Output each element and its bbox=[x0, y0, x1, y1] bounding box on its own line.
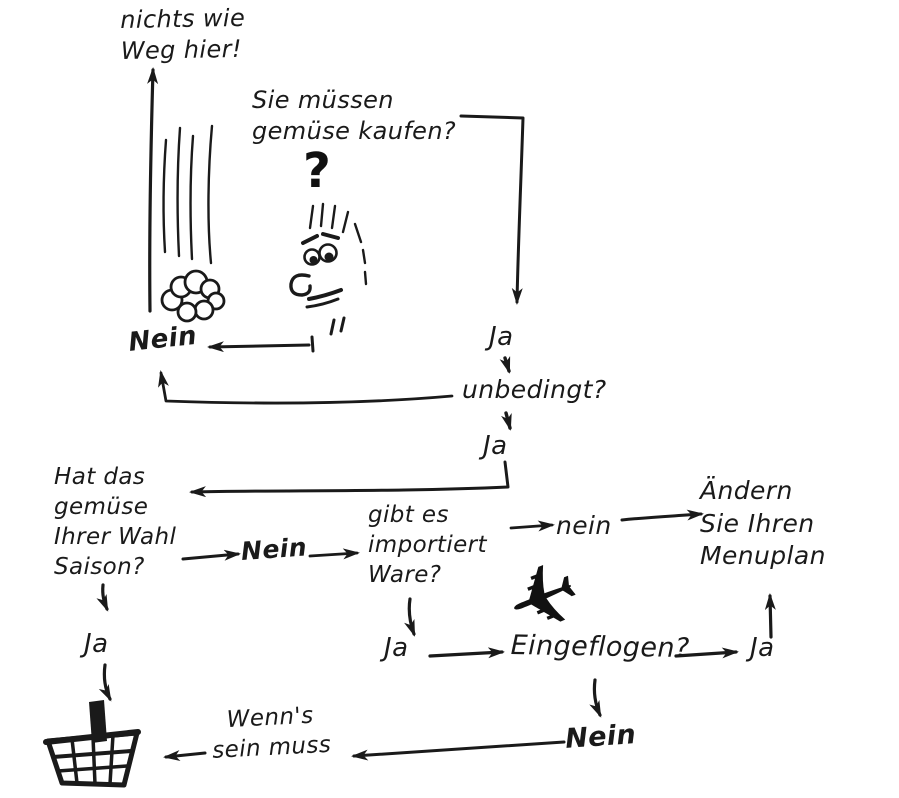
dust-cloud-icon bbox=[160, 269, 226, 323]
arrow-eingeflogen-to-nein bbox=[589, 678, 602, 718]
node-buy-question: Sie müssen gemüse kaufen? bbox=[252, 86, 457, 146]
node-ja-season: Ja bbox=[84, 629, 109, 659]
node-import-question: gibt es importiert Ware? bbox=[368, 502, 487, 588]
escape-arrow bbox=[147, 67, 159, 313]
arrow-ja-to-unbedingt bbox=[499, 356, 511, 374]
node-nein-season: Nein bbox=[240, 532, 308, 566]
node-season-question: Hat das gemüse Ihrer Wahl Saison? bbox=[54, 464, 177, 580]
shopping-basket-icon bbox=[43, 700, 141, 788]
arrow-import-to-ja bbox=[404, 597, 416, 637]
worried-face-icon bbox=[289, 202, 368, 353]
arrow-ja-to-menuplan bbox=[764, 593, 776, 639]
arrow-wenns-to-basket bbox=[163, 750, 207, 762]
arrow-season-to-nein bbox=[181, 549, 241, 561]
node-ja-eingeflogen: Ja bbox=[750, 633, 775, 663]
arrow-ja-to-eingeflogen bbox=[428, 647, 505, 659]
arrow-ja-to-basket bbox=[98, 663, 112, 702]
node-eingeflogen-question: Eingeflogen? bbox=[510, 629, 690, 665]
arrow-eingeflogen-to-ja bbox=[674, 647, 739, 659]
arrow-unbedingt-to-nein bbox=[158, 370, 454, 405]
arrow-unbedingt-to-ja bbox=[501, 411, 512, 431]
arrow-face-to-nein bbox=[207, 341, 311, 353]
node-nein-import: nein bbox=[556, 511, 612, 540]
arrow-ja-to-season bbox=[189, 460, 510, 498]
node-menuplan-action: Ändern Sie Ihren Menuplan bbox=[700, 476, 826, 570]
motion-lines bbox=[162, 124, 214, 265]
arrow-buy-to-ja bbox=[459, 114, 525, 305]
big-question-mark: ? bbox=[303, 143, 331, 199]
arrow-nein-to-import bbox=[308, 548, 360, 560]
node-wenns-note: Wenn's sein muss bbox=[211, 702, 332, 764]
node-escape-note: nichts wie Weg hier! bbox=[120, 3, 246, 66]
arrow-nein-to-wenns bbox=[351, 740, 566, 761]
node-nein-top: Nein bbox=[127, 320, 199, 358]
node-ja-import: Ja bbox=[384, 633, 409, 663]
arrow-import-to-nein bbox=[509, 520, 555, 532]
arrow-season-to-ja bbox=[96, 583, 109, 612]
node-unbedingt-question: unbedingt? bbox=[462, 375, 607, 404]
node-ja-buy: Ja bbox=[489, 322, 514, 352]
node-nein-eingeflogen: Nein bbox=[564, 719, 638, 755]
arrow-nein-to-menuplan bbox=[620, 509, 704, 522]
node-ja-unbedingt: Ja bbox=[483, 431, 508, 461]
